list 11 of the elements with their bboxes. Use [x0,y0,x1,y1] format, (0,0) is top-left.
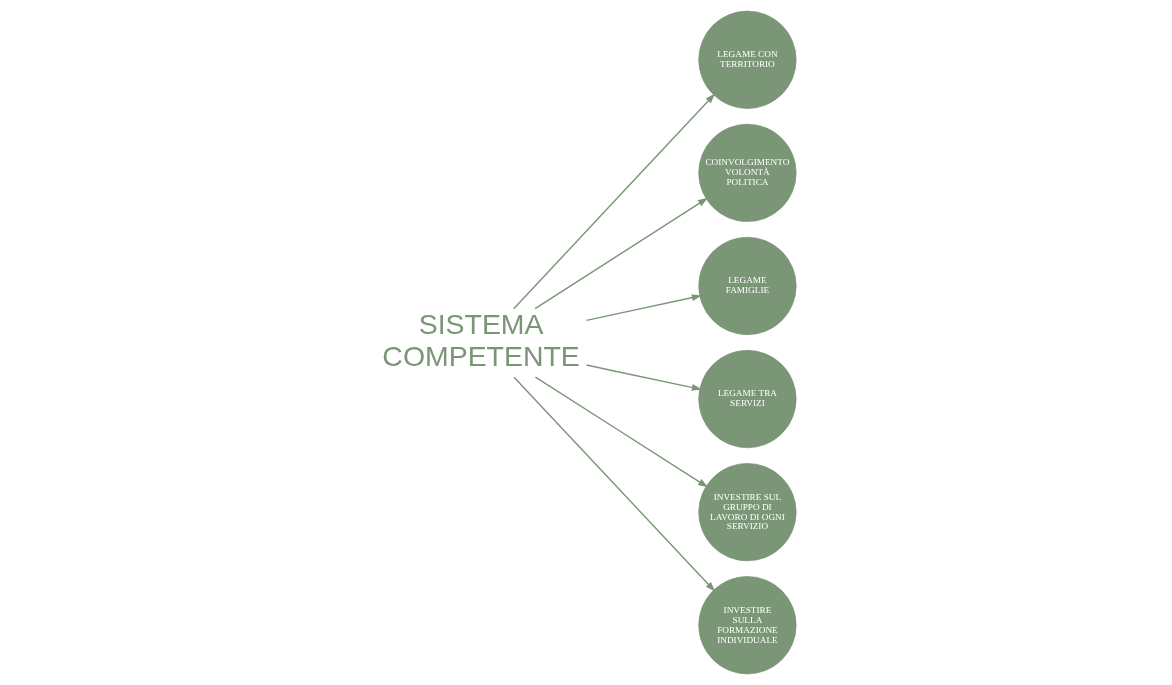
arrow [534,376,708,488]
node-text: SISTEMA COMPETENTE [382,308,580,372]
node-circle: LEGAME TRA SERVIZI [698,349,797,449]
arrow [513,376,716,592]
arrow [513,93,716,310]
arrow [534,197,708,310]
arrow [585,294,702,322]
node-circle: INVESTIRE SULLA FORMAZIONE INDIVIDUALE [698,576,797,675]
node-circle: LEGAME FAMIGLIE [698,236,797,336]
node-circle: LEGAME CON TERRITORIO [698,10,797,109]
arrow [585,364,702,391]
